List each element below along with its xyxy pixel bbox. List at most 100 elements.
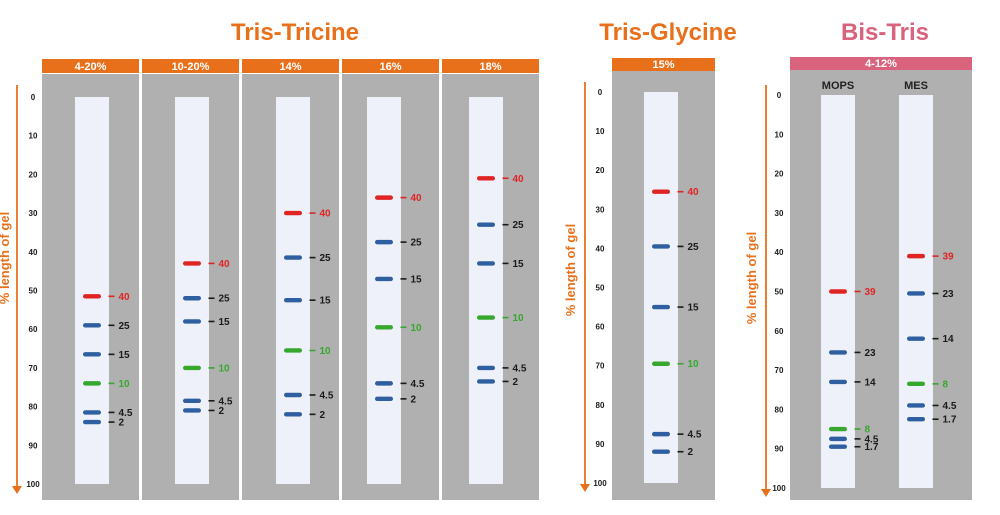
protein-band	[183, 319, 201, 324]
axis-tick-label: 0	[31, 93, 36, 102]
protein-band	[907, 336, 925, 341]
band-label: 23	[865, 348, 877, 359]
lane-name: MOPS	[822, 80, 854, 92]
panel-header	[142, 59, 239, 73]
protein-band	[907, 291, 925, 296]
protein-band	[83, 323, 101, 328]
band-label: 10	[411, 323, 423, 334]
band-label: 14	[943, 334, 955, 345]
panel-header-label: 18%	[479, 61, 501, 73]
band-label: 14	[865, 377, 877, 388]
panel-header	[42, 59, 139, 73]
protein-band	[907, 403, 925, 408]
group-title: Tris-Glycine	[599, 19, 736, 46]
axis-tick-label: 90	[596, 440, 605, 449]
band-label: 25	[119, 321, 131, 332]
axis-tick-label: 90	[29, 441, 38, 450]
band-label: 4.5	[119, 408, 133, 419]
band-label: 4.5	[513, 363, 527, 374]
panel-header	[442, 59, 539, 73]
panel-header	[342, 59, 439, 73]
protein-band	[652, 304, 670, 310]
protein-band	[652, 189, 670, 194]
band-label: 25	[688, 242, 700, 253]
protein-band	[829, 379, 847, 385]
protein-band	[284, 210, 302, 216]
band-label: 4.5	[688, 430, 702, 441]
axis-tick-label: 80	[596, 401, 605, 410]
axis-tick-label: 80	[775, 405, 784, 414]
protein-band	[375, 325, 393, 330]
axis-tick-label: 60	[29, 325, 38, 334]
protein-band	[284, 297, 302, 303]
protein-band	[284, 412, 302, 417]
band-label: 25	[320, 253, 332, 264]
protein-band	[83, 352, 101, 357]
band-label: 8	[865, 425, 871, 436]
axis-tick-label: 40	[775, 248, 784, 257]
axis-label: % length of gel	[0, 212, 12, 304]
axis-tick-label: 80	[29, 403, 38, 412]
protein-band	[284, 348, 302, 353]
panel-header-label: 15%	[652, 59, 674, 71]
band-label: 25	[411, 238, 423, 249]
axis-tick-label: 70	[29, 364, 38, 373]
axis-tick-label: 10	[775, 130, 784, 139]
protein-band	[477, 379, 495, 384]
axis-label: % length of gel	[744, 232, 759, 324]
axis-arrowhead	[12, 486, 22, 494]
panel-header-label: 4-20%	[75, 61, 107, 73]
band-label: 2	[688, 447, 694, 458]
gel-lane	[367, 97, 401, 484]
axis-tick-label: 60	[775, 327, 784, 336]
lane-name: MES	[904, 80, 928, 92]
panel-header-label: 14%	[279, 61, 301, 73]
band-label: 40	[688, 187, 700, 198]
protein-band	[477, 365, 495, 371]
axis-tick-label: 100	[593, 479, 607, 488]
protein-band	[183, 296, 201, 301]
axis-tick-label: 60	[596, 323, 605, 332]
axis-tick-label: 20	[29, 170, 38, 179]
band-label: 10	[320, 346, 332, 357]
protein-band	[907, 381, 925, 387]
protein-band	[183, 261, 201, 266]
axis-tick-label: 50	[775, 288, 784, 297]
band-label: 25	[219, 294, 231, 305]
panel-header-label: 10-20%	[172, 61, 210, 73]
protein-band	[829, 289, 847, 294]
protein-band	[375, 396, 393, 402]
band-label: 40	[219, 259, 231, 270]
axis-tick-label: 90	[775, 445, 784, 454]
band-label: 15	[688, 303, 700, 314]
band-label: 4.5	[219, 396, 233, 407]
panel-header	[790, 57, 972, 70]
band-label: 40	[513, 174, 525, 185]
axis-tick-label: 30	[775, 209, 784, 218]
gel-lane	[75, 97, 109, 484]
band-label: 15	[119, 350, 131, 361]
panel-header-label: 16%	[379, 61, 401, 73]
band-label: 8	[943, 379, 949, 390]
band-label: 15	[513, 259, 525, 270]
axis-tick-label: 30	[29, 209, 38, 218]
band-label: 4.5	[943, 401, 957, 412]
gel-lane	[644, 92, 678, 483]
band-label: 1.7	[943, 415, 957, 426]
protein-band	[829, 426, 847, 432]
protein-band	[829, 444, 847, 449]
protein-band	[375, 276, 393, 282]
protein-band	[375, 239, 393, 245]
band-label: 2	[219, 406, 225, 417]
band-label: 2	[411, 394, 417, 405]
protein-band	[477, 176, 495, 181]
panel-header	[242, 59, 339, 73]
band-label: 10	[119, 379, 131, 390]
axis-tick-label: 30	[596, 205, 605, 214]
axis-tick-label: 10	[29, 132, 38, 141]
band-label: 10	[513, 313, 525, 324]
protein-band	[829, 350, 847, 355]
group-title: Bis-Tris	[841, 19, 929, 46]
protein-band	[83, 419, 101, 425]
